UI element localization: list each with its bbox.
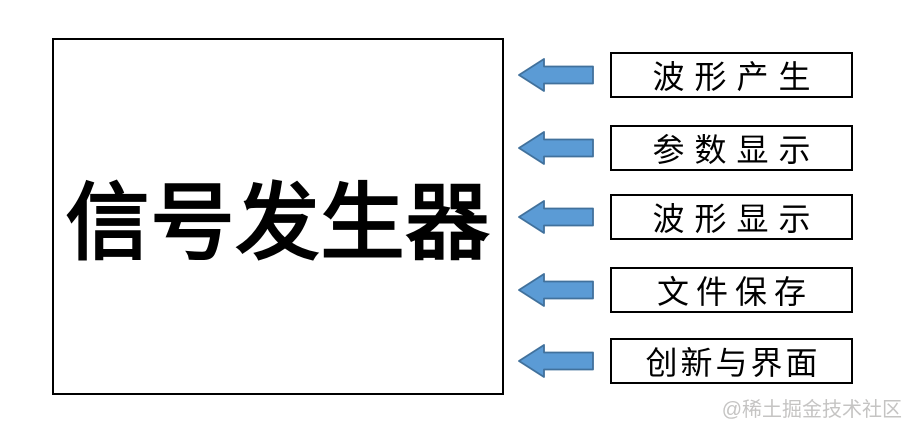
left-arrow-icon xyxy=(518,58,594,92)
feature-row-waveform-generation: 波形产生 xyxy=(518,52,854,98)
left-arrow-icon xyxy=(518,273,594,307)
feature-row-waveform-display: 波形显示 xyxy=(518,194,854,240)
feature-label: 波形显示 xyxy=(652,201,821,237)
feature-box: 文件保存 xyxy=(610,267,853,313)
feature-row-innovation-interface: 创新与界面 xyxy=(518,338,854,384)
feature-box: 波形显示 xyxy=(610,194,853,240)
main-box-label: 信号发生器 xyxy=(65,178,491,271)
main-box: 信号发生器 xyxy=(52,38,504,395)
feature-row-parameter-display: 参数显示 xyxy=(518,125,854,171)
left-arrow-icon xyxy=(518,200,594,234)
feature-label: 文件保存 xyxy=(656,274,813,310)
watermark: @稀土掘金技术社区 xyxy=(721,399,902,421)
feature-box: 创新与界面 xyxy=(610,338,853,384)
feature-box: 波形产生 xyxy=(610,52,853,98)
feature-label: 创新与界面 xyxy=(645,345,821,381)
left-arrow-icon xyxy=(518,131,594,165)
feature-label: 参数显示 xyxy=(652,132,821,168)
feature-row-file-save: 文件保存 xyxy=(518,267,854,313)
left-arrow-icon xyxy=(518,344,594,378)
feature-box: 参数显示 xyxy=(610,125,853,171)
feature-label: 波形产生 xyxy=(652,59,821,95)
